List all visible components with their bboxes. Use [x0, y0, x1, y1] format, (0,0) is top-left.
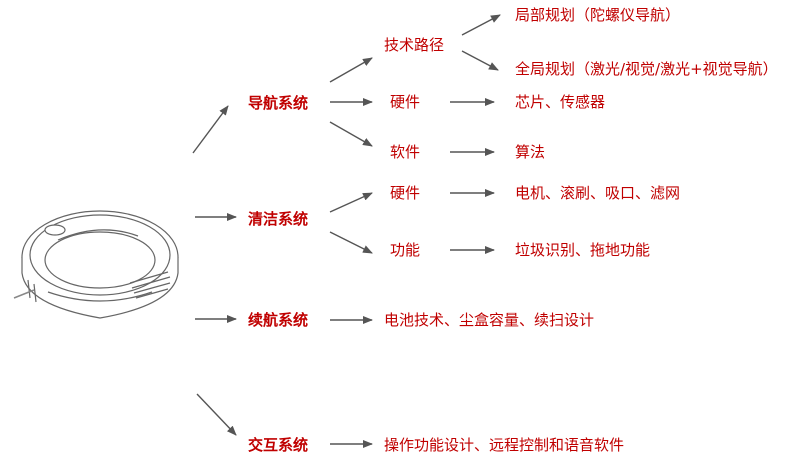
node-clean-hardware-detail: 电机、滚刷、吸口、滤网	[515, 184, 681, 202]
arrow-to-interaction	[196, 393, 237, 436]
arrow-tech-global	[461, 50, 499, 71]
node-interaction-detail: 操作功能设计、远程控制和语音软件	[384, 436, 625, 454]
node-navigation-system: 导航系统	[248, 94, 309, 112]
node-endurance-system: 续航系统	[248, 311, 309, 329]
node-clean-function-detail: 垃圾识别、拖地功能	[515, 241, 651, 259]
node-nav-software: 软件	[390, 143, 421, 161]
arrow-to-navigation	[192, 105, 229, 154]
node-global-planning: 全局规划（激光/视觉/激光+视觉导航）	[515, 60, 778, 78]
node-nav-software-detail: 算法	[515, 143, 546, 161]
node-tech-route: 技术路径	[384, 36, 445, 54]
arrow-tech-local	[461, 14, 501, 36]
arrow-clean-hardware	[329, 192, 373, 213]
node-nav-hardware-detail: 芯片、传感器	[515, 93, 606, 111]
node-nav-hardware: 硬件	[390, 93, 421, 111]
arrow-nav-tech	[329, 57, 373, 83]
arrow-clean-function	[329, 231, 373, 254]
robot-vacuum-illustration	[13, 210, 179, 319]
node-clean-function: 功能	[390, 241, 421, 259]
node-interaction-system: 交互系统	[248, 436, 309, 454]
arrow-nav-software	[329, 121, 373, 147]
node-clean-hardware: 硬件	[390, 184, 421, 202]
node-endurance-detail: 电池技术、尘盒容量、续扫设计	[384, 311, 595, 329]
node-local-planning: 局部规划（陀螺仪导航）	[515, 6, 681, 24]
node-cleaning-system: 清洁系统	[248, 210, 309, 228]
